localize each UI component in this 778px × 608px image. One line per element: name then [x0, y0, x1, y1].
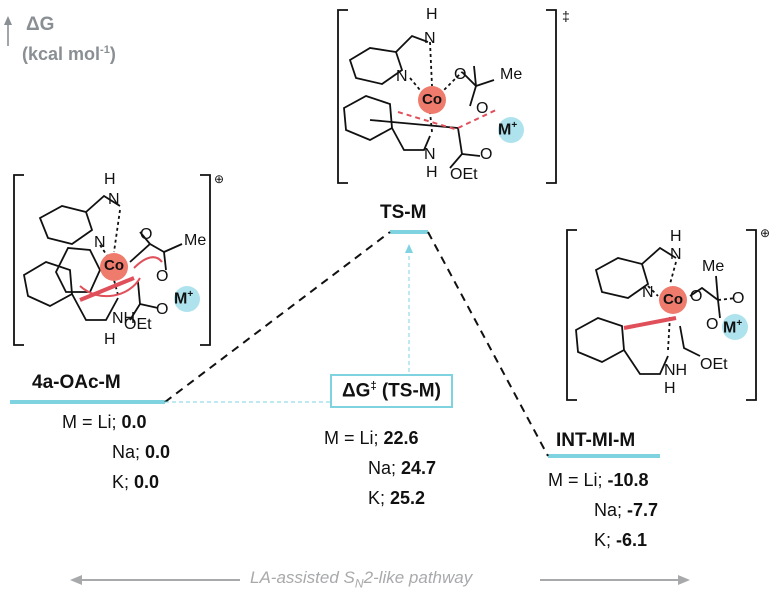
cobalt-atom-reactant	[100, 253, 128, 281]
reactant-h-bottom: H	[104, 331, 116, 348]
reactant-label: 4a-OAc-M	[32, 372, 121, 393]
product-h-bottom: H	[664, 380, 676, 397]
ts-n-top: N	[424, 30, 436, 47]
reactant-row-li: M = Li; 0.0	[62, 412, 147, 432]
ts-o-3: O	[480, 146, 493, 163]
product-charge-icon: ⊕	[760, 226, 771, 240]
reactant-row-na: Na; 0.0	[112, 442, 171, 462]
reactant-n-mid: N	[94, 234, 106, 251]
cobalt-atom-ts	[418, 86, 446, 114]
product-oet: OEt	[700, 356, 728, 373]
reactant-n-top: N	[108, 191, 120, 208]
ts-double-dagger: ‡	[562, 8, 570, 24]
reactant-h-top: H	[104, 171, 116, 188]
barrier-row-k: K; 25.2	[368, 488, 426, 508]
reactant-row-k: K; 0.0	[112, 472, 160, 492]
path-reactant-ts	[164, 231, 391, 403]
barrier-box: ΔG‡ (TS-M)	[330, 374, 453, 409]
cation-product	[722, 314, 748, 340]
ts-h-top: H	[426, 6, 438, 23]
barrier-row-li: M = Li; 22.6	[324, 428, 419, 448]
product-row-li: M = Li; -10.8	[548, 470, 649, 490]
ts-co-label: Co	[422, 91, 442, 108]
reactant-charge-icon: ⊕	[214, 172, 225, 186]
cation-reactant	[174, 286, 200, 312]
product-o-2: O	[732, 290, 745, 307]
ts-n-mid: N	[396, 68, 408, 85]
product-o-3: O	[706, 316, 719, 333]
barrier-arrow-icon	[405, 244, 413, 253]
reactant-structure	[13, 174, 211, 346]
cobalt-atom-product	[659, 286, 687, 314]
reactant-oet: OEt	[124, 316, 152, 333]
ts-o-1: O	[454, 66, 467, 83]
left-arrow-icon	[70, 575, 82, 585]
ts-oet: OEt	[450, 166, 478, 183]
reactant-n-bottom: NH	[112, 310, 136, 327]
reactant-o-1: O	[140, 226, 153, 243]
reactant-me: Me	[184, 232, 207, 249]
ts-o-2: O	[476, 100, 489, 117]
reactant-cation-label: M+	[174, 289, 194, 308]
pathway-label: LA-assisted SN2-like pathway	[250, 568, 473, 591]
product-me: Me	[702, 258, 725, 275]
axis-symbol: ΔG	[26, 14, 55, 35]
reactant-co-label: Co	[104, 257, 124, 274]
product-cation-label: M+	[723, 318, 743, 337]
product-label: INT-MI-M	[556, 430, 636, 451]
barrier-row-na: Na; 24.7	[368, 458, 437, 478]
ts-me: Me	[500, 66, 523, 83]
reactant-o-2: O	[156, 268, 169, 285]
product-co-label: Co	[663, 291, 683, 308]
right-arrow-icon	[678, 575, 690, 585]
product-row-k: K; -6.1	[594, 530, 648, 550]
ts-structure	[337, 9, 557, 184]
ts-label: TS-M	[380, 202, 427, 223]
ts-cation-label: M+	[498, 120, 518, 139]
product-h-top: H	[670, 228, 682, 245]
cation-ts	[498, 117, 524, 143]
ts-h-bottom: H	[426, 164, 438, 181]
axis-unit: (kcal mol-1)	[22, 44, 116, 64]
product-n-mid: N	[642, 284, 654, 301]
product-structure	[566, 229, 757, 401]
path-ts-product	[427, 231, 549, 457]
product-n-bottom: NH	[664, 362, 688, 379]
product-o-1: O	[690, 288, 703, 305]
axis-arrow-icon	[4, 16, 12, 25]
product-n-top: N	[670, 246, 682, 263]
ts-n-bottom: N	[424, 146, 436, 163]
product-row-na: Na; -7.7	[594, 500, 659, 520]
reactant-o-3: O	[156, 301, 169, 318]
